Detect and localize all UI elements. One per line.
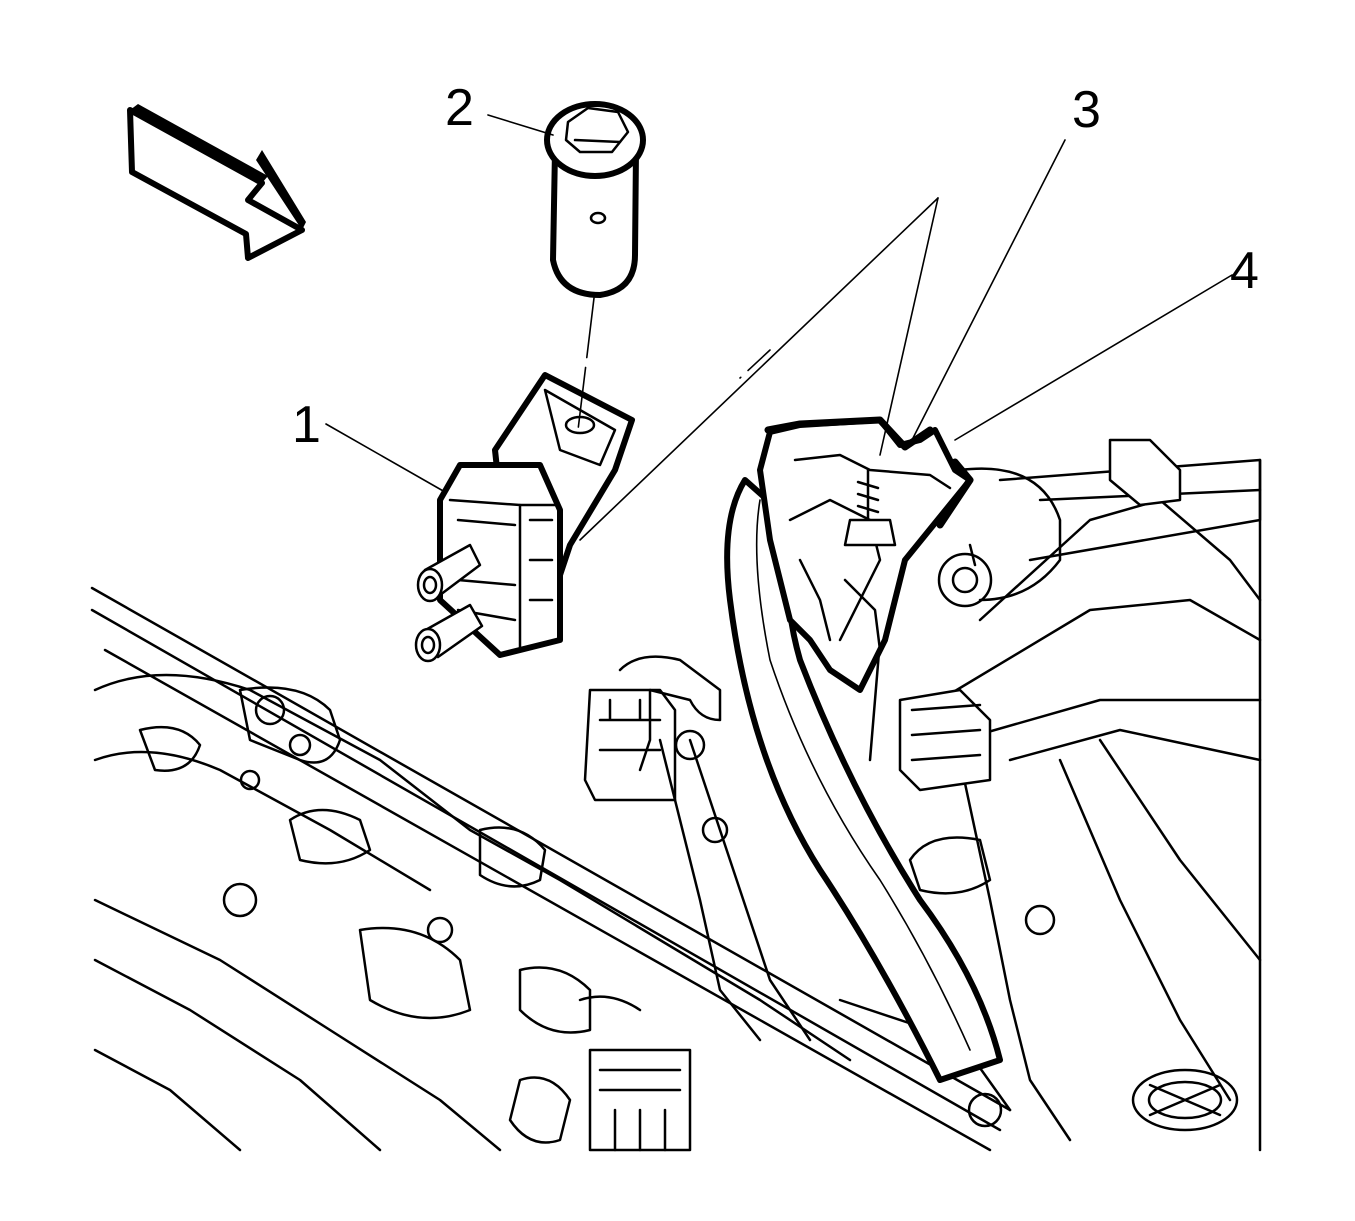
solenoid-bracket-and-hose (724, 416, 1003, 1083)
leader-lines (325, 114, 1233, 493)
alignment-lines (577, 197, 939, 541)
view-direction-arrow-icon (127, 104, 306, 261)
solenoid-bolt (544, 101, 646, 298)
evap-purge-solenoid (414, 372, 635, 663)
callout-2: 2 (445, 79, 474, 137)
callout-1: 1 (292, 396, 321, 454)
engine-background (90, 438, 1262, 1152)
solenoid-port-upper (416, 543, 482, 603)
callout-4: 4 (1230, 242, 1259, 300)
callout-3: 3 (1072, 81, 1101, 139)
solenoid-port-lower (414, 603, 484, 663)
